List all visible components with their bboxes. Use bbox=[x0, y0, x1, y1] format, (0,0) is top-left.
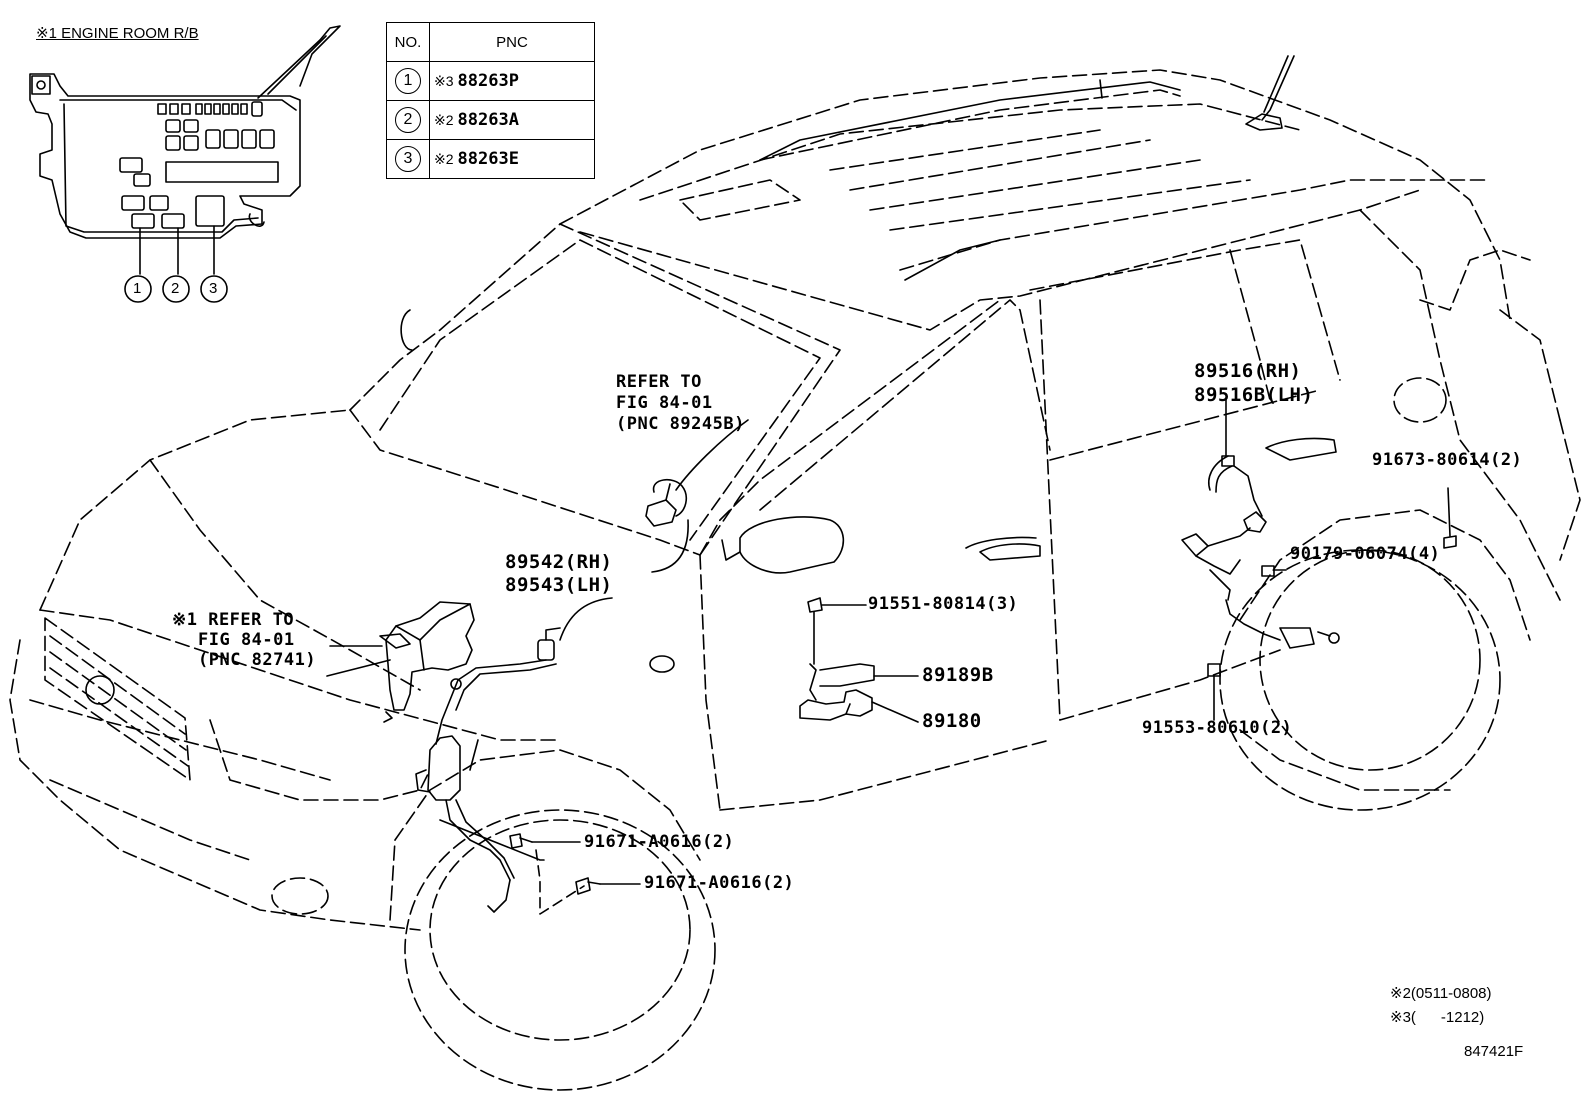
row-no: 3 bbox=[395, 146, 421, 172]
note-3: ※3( -1212) bbox=[1390, 1009, 1485, 1026]
rear-fasteners bbox=[1207, 535, 1457, 677]
bolt-91673-label: 91673-80614(2) bbox=[1372, 450, 1523, 470]
row-mark: ※2 bbox=[434, 112, 454, 128]
row-mark: ※2 bbox=[434, 151, 454, 167]
header-no: NO. bbox=[386, 22, 430, 62]
bracket-89189b-label: 89189B bbox=[922, 664, 994, 686]
bolt-91553-label: 91553-80610(2) bbox=[1142, 718, 1293, 738]
pnc-table-header: NO. PNC bbox=[386, 22, 595, 62]
callout-1: 1 bbox=[133, 280, 142, 297]
module-89180-label: 89180 bbox=[922, 710, 982, 732]
front-impact-sensor bbox=[435, 627, 561, 745]
rear-sensor-lh-label: 89516B(LH) bbox=[1194, 384, 1314, 406]
front-wiring-harness bbox=[415, 735, 585, 915]
rear-side-sensor bbox=[1181, 455, 1340, 649]
refer-label-82741-line3: (PNC 82741) bbox=[198, 650, 317, 670]
refer-label-89245b-line3: (PNC 89245B) bbox=[616, 414, 745, 434]
row-no: 2 bbox=[395, 107, 421, 133]
note-2: ※2(0511-0808) bbox=[1390, 985, 1492, 1002]
refer-label-89245b-line1: REFER TO bbox=[616, 372, 702, 392]
refer-label-89245b-line2: FIG 84-01 bbox=[616, 393, 713, 413]
figure-id: 847421F bbox=[1464, 1043, 1524, 1060]
row-pnc: 88263P bbox=[457, 71, 519, 91]
row-pnc: 88263A bbox=[457, 110, 519, 130]
row-no: 1 bbox=[395, 68, 421, 94]
steering-sensor-part bbox=[645, 479, 688, 527]
front-bolts bbox=[509, 833, 601, 895]
refer-label-82741-line1: ※1 REFER TO bbox=[172, 610, 295, 630]
engine-room-relay-box-drawing bbox=[29, 25, 341, 303]
rear-sensor-rh-label: 89516(RH) bbox=[1194, 360, 1302, 382]
nut-90179-label: 90179-06074(4) bbox=[1290, 544, 1441, 564]
header-pnc: PNC bbox=[429, 22, 595, 62]
vehicle-body-outline bbox=[9, 69, 1581, 1091]
inset-title: ※1 ENGINE ROOM R/B bbox=[36, 25, 199, 42]
leader-lines bbox=[326, 399, 1451, 885]
bolt-91551-label: 91551-80814(3) bbox=[868, 594, 1019, 614]
bolt-91671-label-1: 91671-A0616(2) bbox=[584, 832, 735, 852]
airbag-module-assembly bbox=[799, 597, 875, 721]
front-sensor-rh-label: 89542(RH) bbox=[505, 551, 613, 573]
refer-label-82741-line2: FIG 84-01 bbox=[198, 630, 295, 650]
front-sensor-lh-label: 89543(LH) bbox=[505, 574, 613, 596]
row-mark: ※3 bbox=[434, 73, 454, 89]
bolt-91671-label-2: 91671-A0616(2) bbox=[644, 873, 795, 893]
row-pnc: 88263E bbox=[457, 149, 519, 169]
callout-2: 2 bbox=[171, 280, 180, 297]
callout-3: 3 bbox=[209, 280, 218, 297]
front-crash-sensor-bracket bbox=[379, 601, 475, 723]
